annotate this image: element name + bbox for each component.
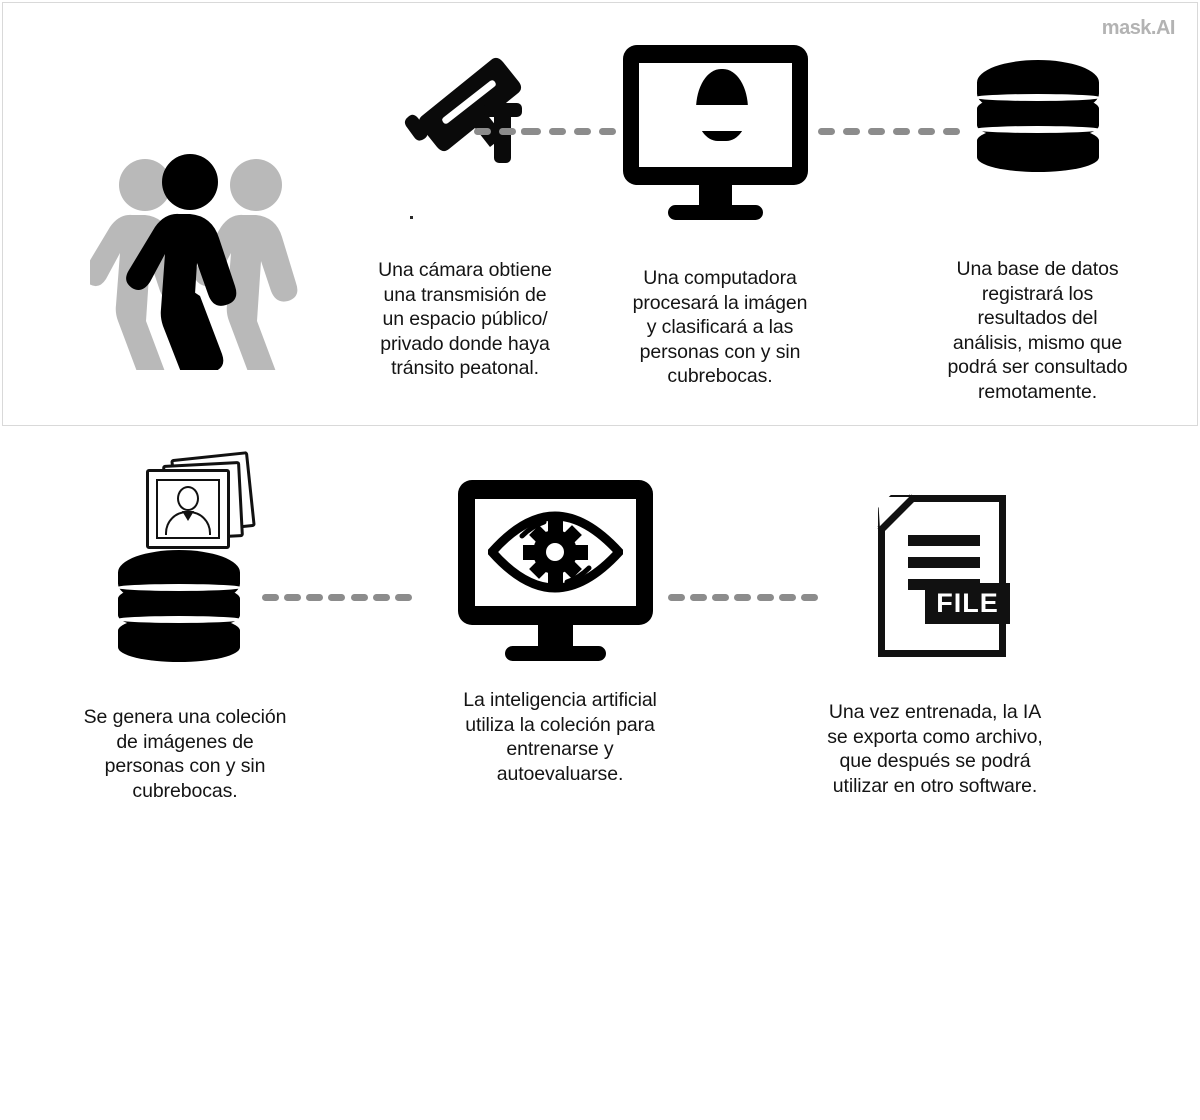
file-fold-svg bbox=[877, 494, 917, 534]
dash bbox=[668, 594, 685, 601]
db-band-low bbox=[118, 616, 240, 662]
eye-gear-graphic bbox=[487, 510, 623, 595]
node-pedestrians bbox=[80, 140, 330, 396]
dash bbox=[893, 128, 910, 135]
brand-logo: mask.AI bbox=[1101, 17, 1176, 39]
dash bbox=[262, 594, 279, 601]
file-text-line-2 bbox=[908, 557, 980, 568]
dash bbox=[599, 128, 616, 135]
dash bbox=[394, 594, 412, 601]
pedestrians-icon bbox=[83, 140, 320, 396]
photo-stack bbox=[142, 451, 260, 560]
connector-collection-to-ai bbox=[262, 594, 412, 601]
dash bbox=[372, 594, 390, 601]
db-gap-2 bbox=[115, 616, 243, 623]
photo-portrait bbox=[156, 479, 220, 539]
db-gap-1 bbox=[974, 94, 1101, 101]
database-icon-bottom bbox=[115, 550, 243, 675]
dash bbox=[284, 594, 302, 601]
dash bbox=[843, 128, 860, 135]
dash bbox=[350, 594, 368, 601]
dash bbox=[690, 594, 708, 601]
db-gap-1 bbox=[115, 584, 243, 591]
monitor-base bbox=[667, 205, 763, 220]
node-export: FILE Una vez entrenada, la IA se exporta… bbox=[810, 494, 1060, 798]
dash bbox=[756, 594, 774, 601]
dash bbox=[524, 128, 541, 135]
dash bbox=[778, 594, 796, 601]
portrait-tie bbox=[182, 511, 194, 521]
dash bbox=[328, 594, 346, 601]
dash bbox=[943, 128, 960, 135]
dash bbox=[800, 594, 818, 601]
file-body bbox=[878, 495, 1006, 657]
monitor-eye-gear-icon bbox=[457, 480, 663, 661]
database-icon bbox=[974, 60, 1101, 185]
node-database: Una base de datos registrará los resulta… bbox=[925, 60, 1150, 404]
dash bbox=[499, 128, 516, 135]
monitor-neck bbox=[537, 625, 573, 650]
node-computer: Una computadora procesará la imágen y cl… bbox=[615, 45, 825, 389]
connector-camera-to-computer bbox=[474, 128, 616, 135]
monitor-masked-face-icon bbox=[622, 45, 818, 220]
portrait-head bbox=[177, 486, 199, 511]
cctv-camera-svg bbox=[404, 57, 535, 163]
db-band-low bbox=[976, 126, 1099, 172]
dash bbox=[918, 128, 935, 135]
monitor-base bbox=[504, 646, 606, 661]
caption-ai-training: La inteligencia artificial utiliza la co… bbox=[463, 689, 657, 785]
cctv-camera-icon bbox=[398, 55, 535, 170]
file-badge: FILE bbox=[925, 583, 1010, 624]
speck-artifact bbox=[410, 216, 413, 219]
face-mask bbox=[696, 105, 747, 131]
node-collection: Se genera una coleción de imágenes de pe… bbox=[55, 451, 315, 803]
dash bbox=[474, 128, 491, 135]
dash bbox=[306, 594, 324, 601]
pedestrians-svg bbox=[83, 154, 298, 396]
connector-ai-to-file bbox=[668, 594, 818, 601]
eye-gear-svg bbox=[487, 511, 623, 593]
connector-computer-to-database bbox=[818, 128, 960, 135]
dash bbox=[868, 128, 885, 135]
caption-camera: Una cámara obtiene una transmisión de un… bbox=[378, 259, 552, 379]
node-camera: Una cámara obtiene una transmisión de un… bbox=[355, 55, 575, 381]
node-ai-training: La inteligencia artificial utiliza la co… bbox=[440, 480, 680, 786]
dash bbox=[734, 594, 752, 601]
caption-computer: Una computadora procesará la imágen y cl… bbox=[632, 267, 808, 387]
dash bbox=[712, 594, 730, 601]
photo-card-front bbox=[146, 469, 230, 549]
dash bbox=[549, 128, 566, 135]
file-document-icon: FILE bbox=[860, 494, 1010, 665]
file-text-line-1 bbox=[908, 535, 980, 546]
caption-collection: Se genera una coleción de imágenes de pe… bbox=[83, 706, 287, 802]
caption-export: Una vez entrenada, la IA se exporta como… bbox=[827, 701, 1043, 797]
database-with-photos-icon bbox=[110, 451, 260, 662]
caption-database: Una base de datos registrará los resulta… bbox=[947, 258, 1128, 403]
dash bbox=[818, 128, 835, 135]
db-gap-2 bbox=[974, 126, 1101, 133]
dash bbox=[574, 128, 591, 135]
